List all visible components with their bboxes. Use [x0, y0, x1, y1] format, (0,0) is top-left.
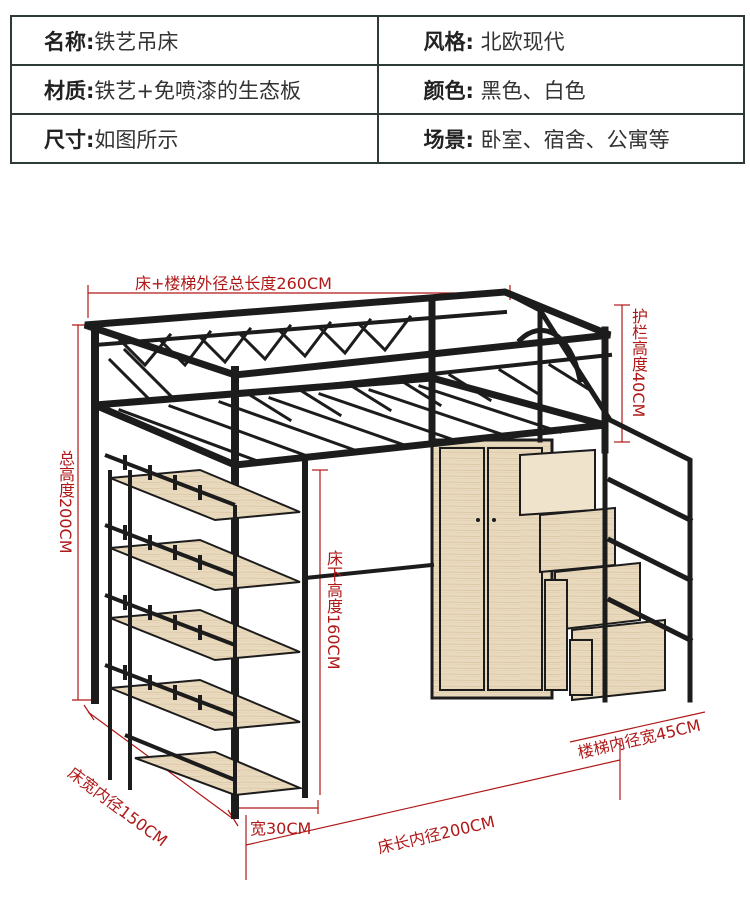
spec-cell: 风格: 北欧现代	[376, 15, 745, 66]
stair-steps	[519, 448, 666, 702]
dimension-total-height: 总高度200CM	[56, 450, 75, 554]
spec-colon: :	[465, 29, 474, 54]
shelf-frame	[104, 453, 237, 805]
spec-label: 场景	[423, 127, 466, 152]
spec-label: 颜色	[423, 78, 466, 103]
bed-frame	[83, 288, 613, 819]
spec-cell: 颜色: 黑色、白色	[376, 64, 745, 115]
spec-value: 铁艺+免喷漆的生态板	[94, 78, 302, 103]
spec-row: 尺寸:如图所示 场景: 卧室、宿舍、公寓等	[10, 113, 745, 164]
spec-cell: 尺寸:如图所示	[10, 113, 379, 164]
spec-value: 北欧现代	[480, 29, 565, 54]
dimension-total-length: 床+楼梯外径总长度260CM	[135, 274, 332, 293]
spec-colon: :	[86, 29, 95, 54]
stair-railing	[501, 288, 694, 703]
dimension-guardrail-height: 护栏高度40CM	[629, 308, 648, 418]
spec-label: 尺寸	[44, 127, 86, 152]
loft-bed-illustration	[72, 285, 706, 880]
spec-cell: 名称:铁艺吊床	[10, 15, 379, 66]
dimension-bed-height: 床下高度160CM	[324, 550, 343, 670]
spec-cell: 场景: 卧室、宿舍、公寓等	[376, 113, 745, 164]
spec-cell: 材质:铁艺+免喷漆的生态板	[10, 64, 379, 115]
product-drawing: 床+楼梯外径总长度260CM 护栏高度40CM 总高度200CM 床下高度160…	[0, 230, 750, 899]
spec-colon: :	[86, 127, 95, 152]
spec-value: 铁艺吊床	[94, 29, 179, 54]
spec-value: 黑色、白色	[480, 78, 586, 103]
spec-colon: :	[465, 127, 474, 152]
dimension-shelf-width: 宽30CM	[250, 819, 312, 838]
spec-value: 卧室、宿舍、公寓等	[480, 127, 670, 152]
spec-colon: :	[465, 78, 474, 103]
spec-label: 风格	[423, 29, 466, 54]
spec-colon: :	[86, 78, 95, 103]
spec-label: 名称	[44, 29, 86, 54]
spec-row: 材质:铁艺+免喷漆的生态板 颜色: 黑色、白色	[10, 64, 745, 115]
spec-table: 名称:铁艺吊床 风格: 北欧现代 材质:铁艺+免喷漆的生态板 颜色: 黑色、白色…	[10, 15, 745, 164]
spec-value: 如图所示	[94, 127, 179, 152]
spec-label: 材质	[44, 78, 86, 103]
spec-row: 名称:铁艺吊床 风格: 北欧现代	[10, 15, 745, 66]
